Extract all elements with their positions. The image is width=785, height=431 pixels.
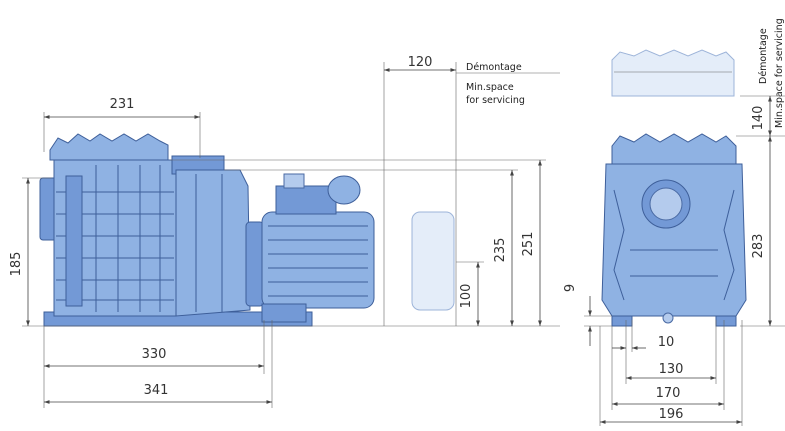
dim-100: 100 bbox=[459, 284, 474, 309]
terminal-box bbox=[275, 185, 337, 215]
side-note-demontage: Démontage bbox=[758, 28, 769, 84]
note-servicing-line1: Min.space bbox=[466, 82, 514, 93]
front-dimensions: 231 185 330 341 120 Démontage Min.space … bbox=[9, 55, 560, 408]
dim-185: 185 bbox=[9, 252, 24, 277]
dim-341: 341 bbox=[144, 383, 169, 398]
dim-283: 283 bbox=[751, 234, 766, 259]
dim-130: 130 bbox=[659, 362, 684, 377]
cable-gland bbox=[283, 173, 305, 189]
brand-label-plate bbox=[65, 175, 83, 307]
dim-120: 120 bbox=[408, 55, 433, 70]
dim-231: 231 bbox=[110, 97, 135, 112]
dim-251: 251 bbox=[521, 232, 536, 257]
strainer-lid bbox=[49, 133, 169, 161]
side-foot-left bbox=[611, 315, 633, 327]
side-ghost-lid bbox=[611, 49, 735, 97]
volute-casing bbox=[175, 169, 251, 317]
side-dimensions: Démontage Min.space for servicing 140 28… bbox=[563, 18, 785, 426]
drain-plug bbox=[662, 312, 674, 324]
dim-235: 235 bbox=[493, 238, 508, 263]
side-lid bbox=[611, 133, 737, 165]
dim-170: 170 bbox=[656, 386, 681, 401]
note-servicing-line2: for servicing bbox=[466, 95, 525, 106]
dim-196: 196 bbox=[659, 407, 684, 422]
motor-fins bbox=[268, 225, 368, 297]
side-note-servicing: Min.space for servicing bbox=[774, 18, 785, 128]
servicing-ghost-part bbox=[411, 211, 455, 311]
dim-9: 9 bbox=[563, 284, 578, 292]
capacitor bbox=[327, 175, 361, 205]
side-foot-right bbox=[715, 315, 737, 327]
pump-front-view bbox=[39, 133, 455, 327]
pump-side-view bbox=[601, 49, 747, 327]
side-ribs bbox=[613, 189, 735, 301]
motor-foot bbox=[261, 303, 307, 323]
dim-140: 140 bbox=[751, 106, 766, 131]
housing-ribs bbox=[56, 165, 174, 312]
note-demontage: Démontage bbox=[466, 62, 522, 73]
motor-flange bbox=[245, 221, 265, 307]
dim-10: 10 bbox=[658, 335, 675, 350]
dim-330: 330 bbox=[142, 347, 167, 362]
